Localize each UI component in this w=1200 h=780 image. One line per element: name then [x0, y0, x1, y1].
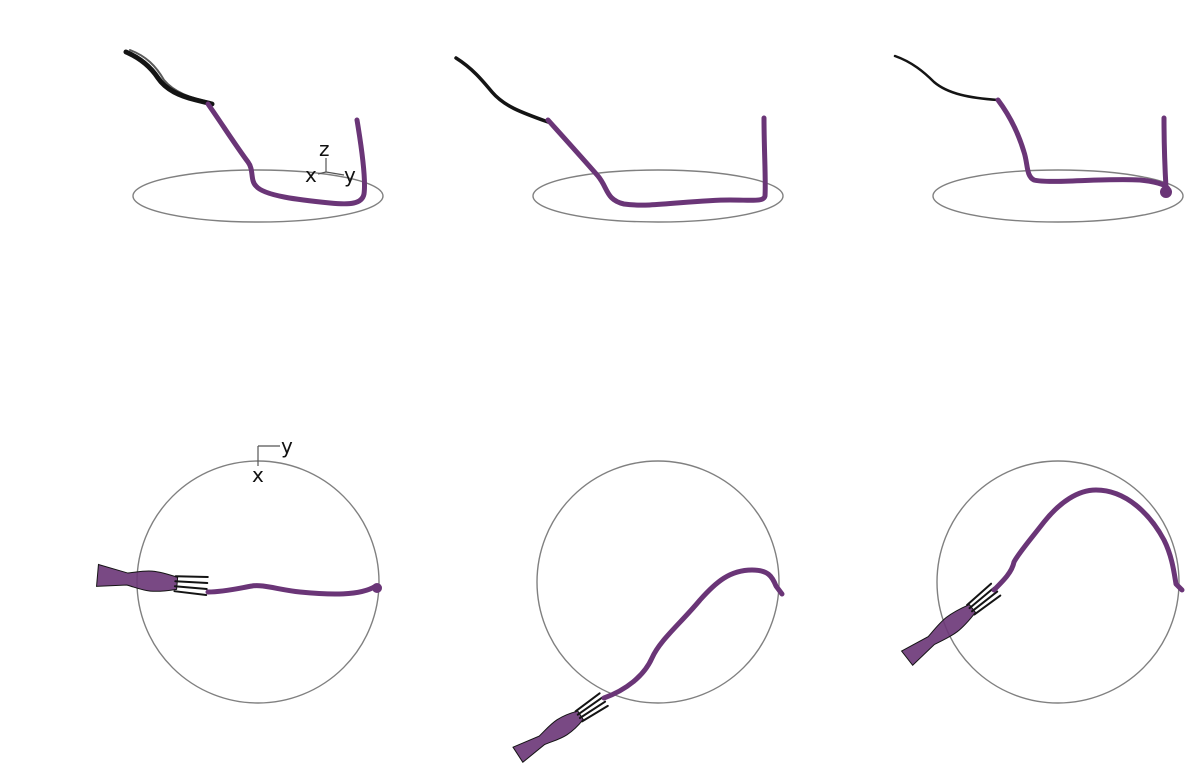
fork-icon [95, 563, 209, 596]
plate-ellipse [132, 169, 384, 223]
bottom-panel-2 [512, 460, 785, 764]
plate-ellipse [532, 169, 784, 223]
trajectory-path [545, 115, 768, 208]
fork-icon [900, 582, 1002, 667]
trajectory-path [995, 97, 1171, 195]
trajectory-end-marker [1160, 186, 1172, 198]
trajectory-path [601, 567, 785, 701]
fork-icon [512, 692, 609, 764]
fork-handle-line [123, 49, 215, 107]
plate-circle [536, 460, 780, 704]
top-panel-3 [893, 54, 1184, 223]
plate-circle [936, 460, 1180, 704]
axis-label-y: y [281, 434, 293, 458]
fork-handle-line [893, 54, 1000, 102]
axis-gizmo-3d: z x y [305, 137, 356, 187]
plate-ellipse [932, 169, 1184, 223]
axis-gizmo-2d: y x [252, 434, 293, 487]
bottom-panel-3 [900, 460, 1185, 704]
top-panel-2 [454, 56, 784, 223]
trajectory-path [205, 101, 367, 207]
bottom-panel-1: y x [95, 434, 382, 704]
trajectory-path [991, 487, 1185, 593]
trajectory-path [205, 583, 379, 597]
fork-handle-line [454, 56, 550, 124]
trajectory-end-marker [372, 583, 382, 593]
top-panel-1: z x y [123, 49, 384, 223]
axis-label-y: y [344, 163, 356, 187]
axis-label-z: z [319, 137, 330, 161]
axis-label-x: x [305, 163, 317, 187]
fork-handle-shadow [129, 49, 211, 103]
axis-label-x: x [252, 463, 264, 487]
